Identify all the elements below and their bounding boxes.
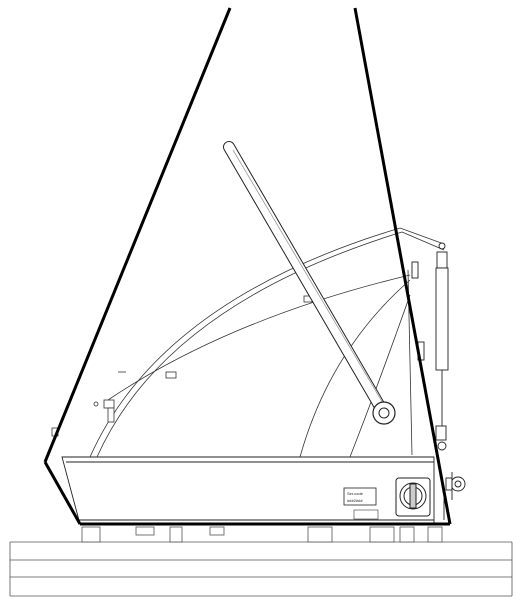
serial-plate-line2: ###2### (347, 498, 363, 503)
serial-plate: Ser.code ###2### (343, 487, 379, 520)
hood-controls (51, 371, 126, 437)
lever-handle (223, 141, 396, 425)
base-frame (9, 541, 513, 597)
serial-plate-line1: Ser.code (347, 491, 364, 496)
main-switch (395, 477, 431, 517)
gas-strut (411, 242, 449, 451)
hood (89, 227, 445, 458)
bounding-outline (43, 7, 452, 526)
cabinet-feet (81, 526, 443, 543)
side-valve (443, 472, 466, 520)
